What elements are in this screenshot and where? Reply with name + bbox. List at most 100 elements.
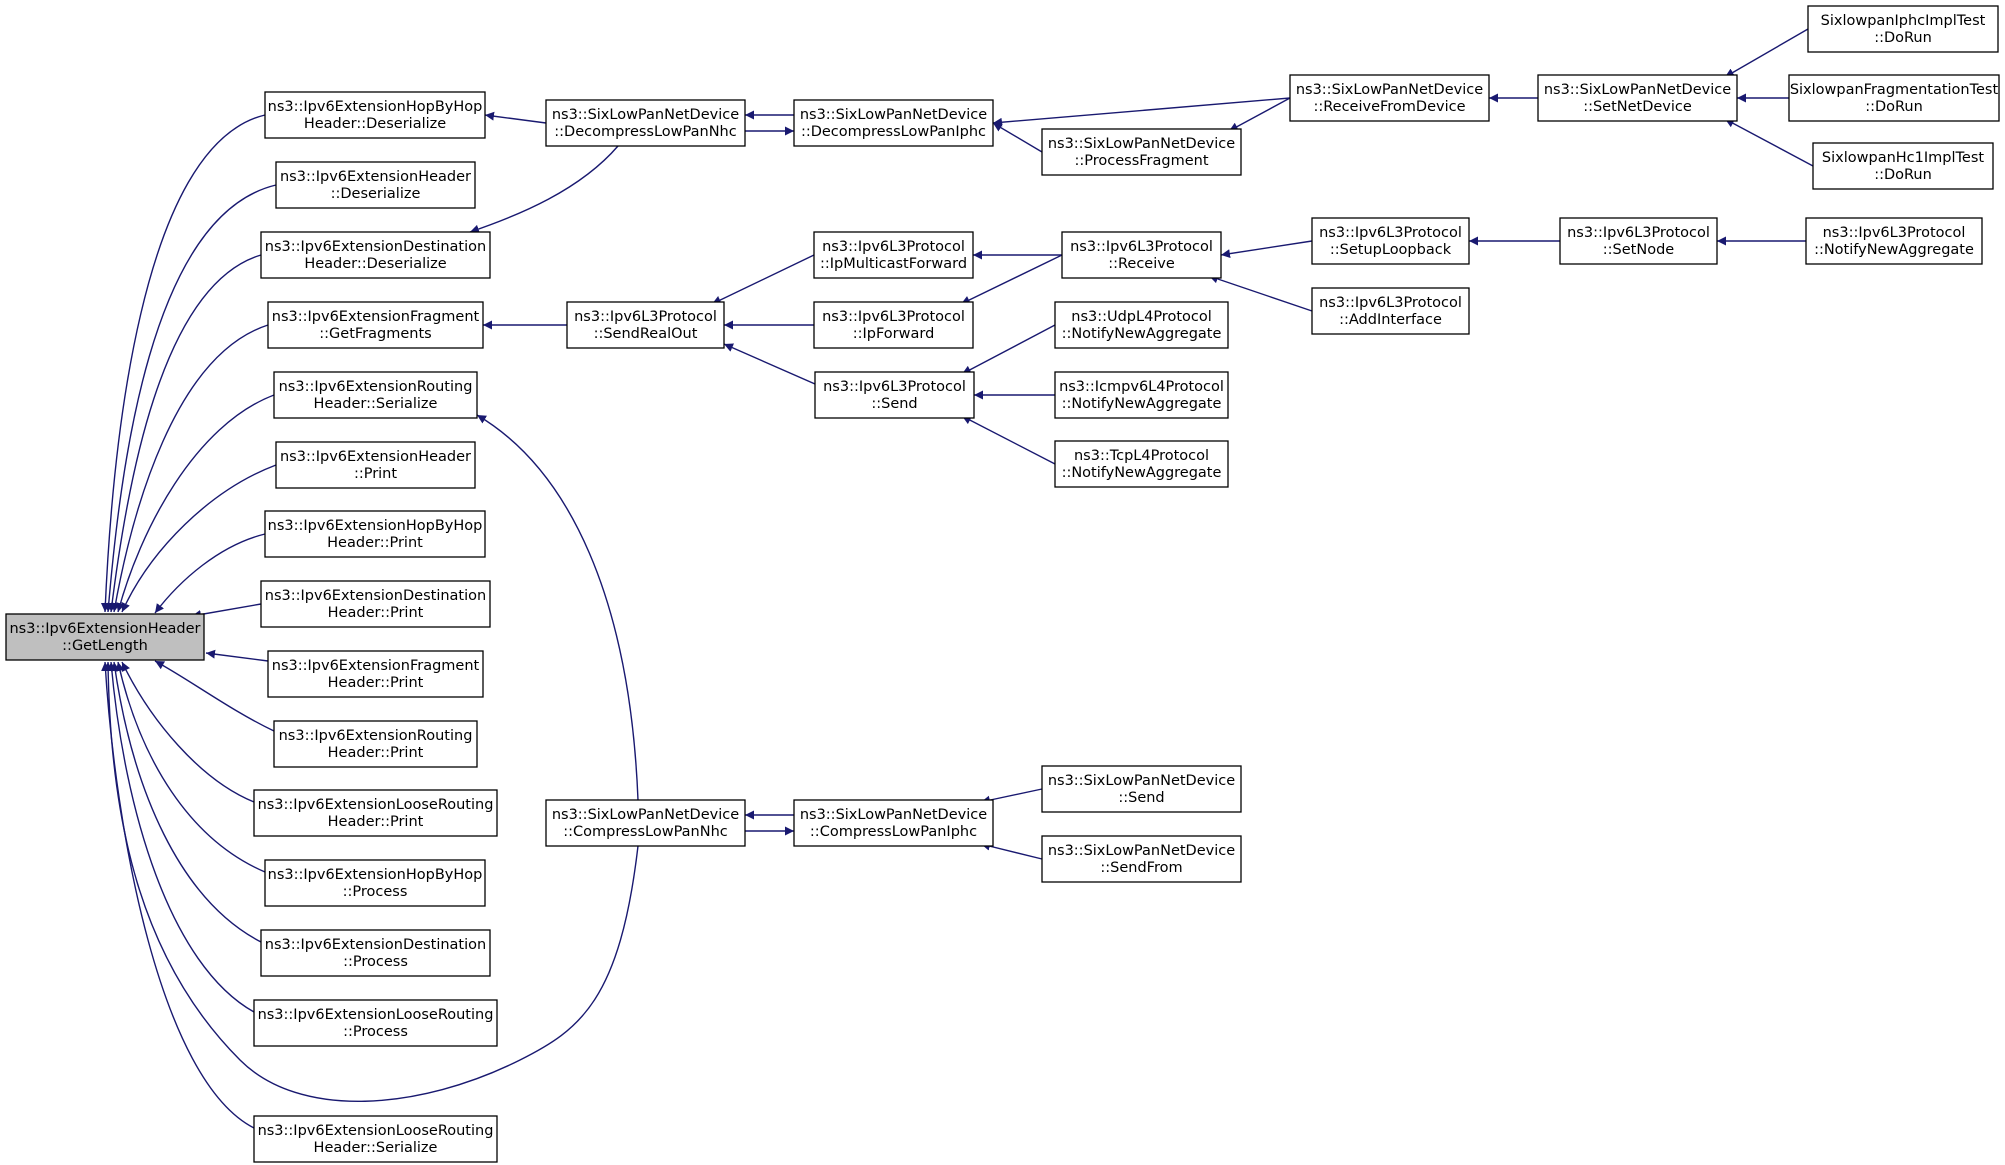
node-decomp_nhc[interactable]: ns3::SixLowPanNetDevice::DecompressLowPa… (545, 99, 746, 147)
node-box (275, 161, 476, 209)
node-label-line: ::IpForward (853, 326, 935, 342)
node-box (275, 441, 476, 489)
node-label-line: Header::Deserialize (304, 116, 446, 132)
node-box (793, 99, 994, 147)
edge-loose_ser-to-getlength (101, 661, 255, 1129)
node-label-line: ::DoRun (1865, 99, 1923, 115)
node-loose_print[interactable]: ns3::Ipv6ExtensionLooseRoutingHeader::Pr… (253, 789, 498, 837)
node-box (545, 99, 746, 147)
edge-eh_deser-to-getlength (104, 184, 277, 613)
node-frag_get[interactable]: ns3::Ipv6ExtensionFragment::GetFragments (267, 301, 484, 349)
node-label-line: SixlowpanIphcImplTest (1821, 13, 1986, 29)
node-icmp_notify[interactable]: ns3::Icmpv6L4Protocol::NotifyNewAggregat… (1054, 371, 1229, 419)
node-getlength: ns3::Ipv6ExtensionHeader::GetLength (5, 613, 205, 661)
node-label-line: Header::Print (328, 745, 424, 761)
node-rout_ser[interactable]: ns3::Ipv6ExtensionRoutingHeader::Seriali… (273, 371, 478, 419)
node-box (1537, 74, 1738, 122)
node-label-line: ns3::Ipv6ExtensionLooseRouting (258, 1007, 494, 1023)
node-box (813, 231, 974, 279)
node-dest_proc[interactable]: ns3::Ipv6ExtensionDestination::Process (260, 929, 491, 977)
edge-line (992, 122, 1043, 153)
node-l3_notify[interactable]: ns3::Ipv6L3Protocol::NotifyNewAggregate (1805, 217, 1983, 265)
node-frag_test[interactable]: SixlowpanFragmentationTest::DoRun (1788, 74, 2000, 122)
node-ip_mcast[interactable]: ns3::Ipv6L3Protocol::IpMulticastForward (813, 231, 974, 279)
node-eh_print[interactable]: ns3::Ipv6ExtensionHeader::Print (275, 441, 476, 489)
node-label-line: ::CompressLowPanIphc (810, 824, 977, 840)
node-label-line: ::GetLength (62, 638, 148, 654)
node-box (253, 999, 498, 1047)
node-setup_lb[interactable]: ns3::Ipv6L3Protocol::SetupLoopback (1311, 217, 1470, 265)
node-box (264, 510, 486, 558)
node-box (1054, 440, 1229, 488)
node-box (1041, 835, 1242, 883)
node-comp_iphc[interactable]: ns3::SixLowPanNetDevice::CompressLowPanI… (793, 799, 994, 847)
node-hbh_proc[interactable]: ns3::Ipv6ExtensionHopByHop::Process (264, 859, 486, 907)
node-label-line: ::Send (1118, 790, 1164, 806)
edge-line (469, 145, 619, 234)
node-hc1_test[interactable]: SixlowpanHc1ImplTest::DoRun (1812, 142, 1994, 190)
node-dest_deser[interactable]: ns3::Ipv6ExtensionDestinationHeader::Des… (260, 231, 491, 279)
node-label-line: ns3::Ipv6ExtensionHeader (280, 169, 471, 185)
node-iphc_test[interactable]: SixlowpanIphcImplTest::DoRun (1807, 5, 1999, 53)
edge-recv_dev-to-proc_frag (1228, 97, 1291, 132)
node-label-line: ns3::Ipv6ExtensionDestination (265, 239, 486, 255)
node-label-line: ns3::TcpL4Protocol (1074, 448, 1209, 464)
node-comp_nhc[interactable]: ns3::SixLowPanNetDevice::CompressLowPanN… (545, 799, 746, 847)
edge-line (103, 661, 639, 1102)
node-loose_ser[interactable]: ns3::Ipv6ExtensionLooseRoutingHeader::Se… (253, 1115, 498, 1163)
edge-hbh_deser-to-getlength (100, 114, 266, 613)
node-label-line: ::IpMulticastForward (820, 256, 967, 272)
node-proc_frag[interactable]: ns3::SixLowPanNetDevice::ProcessFragment (1041, 128, 1242, 176)
node-label-line: ns3::Ipv6ExtensionHopByHop (268, 867, 483, 883)
node-ip_fwd[interactable]: ns3::Ipv6L3Protocol::IpForward (813, 301, 974, 349)
edge-line (205, 649, 269, 662)
node-label-line: Header::Print (328, 675, 424, 691)
node-label-line: ns3::SixLowPanNetDevice (552, 807, 739, 823)
edge-line (992, 97, 1291, 127)
edge-line (107, 254, 262, 613)
node-udp_notify[interactable]: ns3::UdpL4Protocol::NotifyNewAggregate (1054, 301, 1229, 349)
node-label-line: ns3::Ipv6L3Protocol (1070, 239, 1213, 255)
edge-line (111, 324, 269, 613)
node-box (1061, 231, 1222, 279)
node-box (1054, 371, 1229, 419)
node-label-line: ns3::Ipv6ExtensionRouting (279, 728, 473, 744)
node-dest_print[interactable]: ns3::Ipv6ExtensionDestinationHeader::Pri… (260, 580, 491, 628)
node-label-line: ::AddInterface (1339, 312, 1442, 328)
node-box (273, 720, 478, 768)
node-decomp_iphc[interactable]: ns3::SixLowPanNetDevice::DecompressLowPa… (793, 99, 994, 147)
edge-comp_nhc-to-getlength (103, 661, 639, 1102)
node-box (1559, 217, 1718, 265)
node-sl_send[interactable]: ns3::SixLowPanNetDevice::Send (1041, 765, 1242, 813)
node-loose_proc[interactable]: ns3::Ipv6ExtensionLooseRouting::Process (253, 999, 498, 1047)
node-send_real[interactable]: ns3::Ipv6L3Protocol::SendRealOut (566, 301, 725, 349)
edge-recv_dev-to-decomp_iphc (992, 97, 1291, 127)
node-box (264, 859, 486, 907)
node-box (1054, 301, 1229, 349)
node-recv_dev[interactable]: ns3::SixLowPanNetDevice::ReceiveFromDevi… (1289, 74, 1490, 122)
edge-line (1724, 118, 1814, 167)
node-add_if[interactable]: ns3::Ipv6L3Protocol::AddInterface (1311, 287, 1470, 335)
node-set_netdev[interactable]: ns3::SixLowPanNetDevice::SetNetDevice (1537, 74, 1738, 122)
nodes-layer: ns3::Ipv6ExtensionHeader::GetLengthns3::… (5, 5, 2000, 1163)
node-label-line: ns3::SixLowPanNetDevice (800, 107, 987, 123)
edge-l3_send-to-send_real (723, 343, 816, 385)
node-sl_sendfrom[interactable]: ns3::SixLowPanNetDevice::SendFrom (1041, 835, 1242, 883)
node-eh_deser[interactable]: ns3::Ipv6ExtensionHeader::Deserialize (275, 161, 476, 209)
node-l3_send[interactable]: ns3::Ipv6L3Protocol::Send (814, 371, 975, 419)
node-tcp_notify[interactable]: ns3::TcpL4Protocol::NotifyNewAggregate (1054, 440, 1229, 488)
node-hbh_deser[interactable]: ns3::Ipv6ExtensionHopByHopHeader::Deseri… (264, 91, 486, 139)
node-box (793, 799, 994, 847)
node-label-line: ::NotifyNewAggregate (1814, 242, 1974, 258)
node-set_node[interactable]: ns3::Ipv6L3Protocol::SetNode (1559, 217, 1718, 265)
node-label-line: ::GetFragments (319, 326, 431, 342)
node-label-line: ns3::Ipv6ExtensionFragment (272, 658, 480, 674)
node-l3_recv[interactable]: ns3::Ipv6L3Protocol::Receive (1061, 231, 1222, 279)
node-box (260, 580, 491, 628)
node-label-line: Header::Print (328, 605, 424, 621)
edge-line (1228, 97, 1291, 132)
